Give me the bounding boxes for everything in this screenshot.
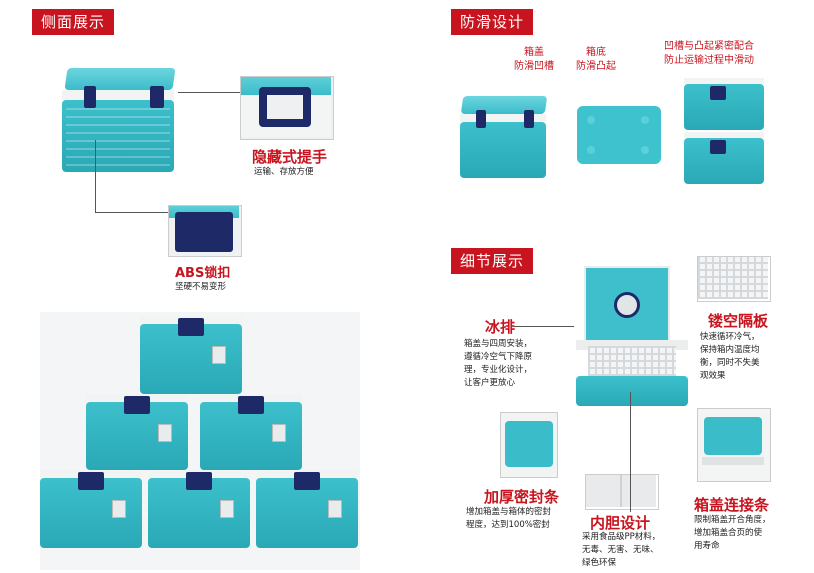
divider-title: 镂空隔板 — [708, 312, 769, 330]
stacked-pair-image — [684, 78, 764, 186]
liner-title: 内胆设计 — [590, 514, 651, 532]
handle-desc: 运输、存放方便 — [254, 167, 314, 177]
side-cooler-image — [58, 68, 180, 176]
lock-desc: 坚硬不易变形 — [175, 282, 227, 292]
bottom-bump-label: 箱底 防滑凸起 — [576, 47, 616, 72]
handle-title: 隐藏式提手 — [252, 148, 328, 166]
lock-detail-image — [168, 205, 242, 257]
liner-desc: 采用食品级PP材料， 无毒、无害、无味、 绿色环保 — [582, 532, 661, 568]
ice-desc: 箱盖与四周安装， 遵循冷空气下降原 理，专业化设计， 让客户更放心 — [464, 339, 533, 388]
lock-title: ABS锁扣 — [175, 266, 231, 281]
stacked-coolers-image — [40, 312, 360, 570]
divider-desc: 快速循环冷气， 保持箱内温度均 衡，同时不失美 观效果 — [700, 332, 760, 381]
seal-desc: 增加箱盖与箱体的密封 程度，达到100%密封 — [466, 507, 552, 530]
open-cooler-image — [576, 266, 696, 408]
hinge-title: 箱盖连接条 — [694, 496, 770, 514]
lid-groove-label: 箱盖 防滑凹槽 — [514, 47, 554, 72]
antislip-cooler-image — [458, 96, 550, 180]
ice-title: 冰排 — [485, 318, 516, 336]
section-title-side: 侧面展示 — [32, 9, 115, 35]
fit-label: 凹槽与凸起紧密配合 防止运输过程中滑动 — [664, 41, 754, 66]
section-title-detail: 细节展示 — [451, 248, 534, 274]
liner-image — [585, 474, 659, 510]
bottom-bump-image — [577, 106, 661, 164]
divider-image — [697, 256, 771, 302]
section-title-antislip: 防滑设计 — [451, 9, 534, 35]
handle-detail-image — [240, 76, 334, 140]
seal-title: 加厚密封条 — [484, 488, 560, 506]
hinge-desc: 限制箱盖开合角度， 增加箱盖合页的使 用寿命 — [694, 515, 771, 551]
hinge-image — [697, 408, 771, 482]
seal-image — [500, 412, 558, 478]
